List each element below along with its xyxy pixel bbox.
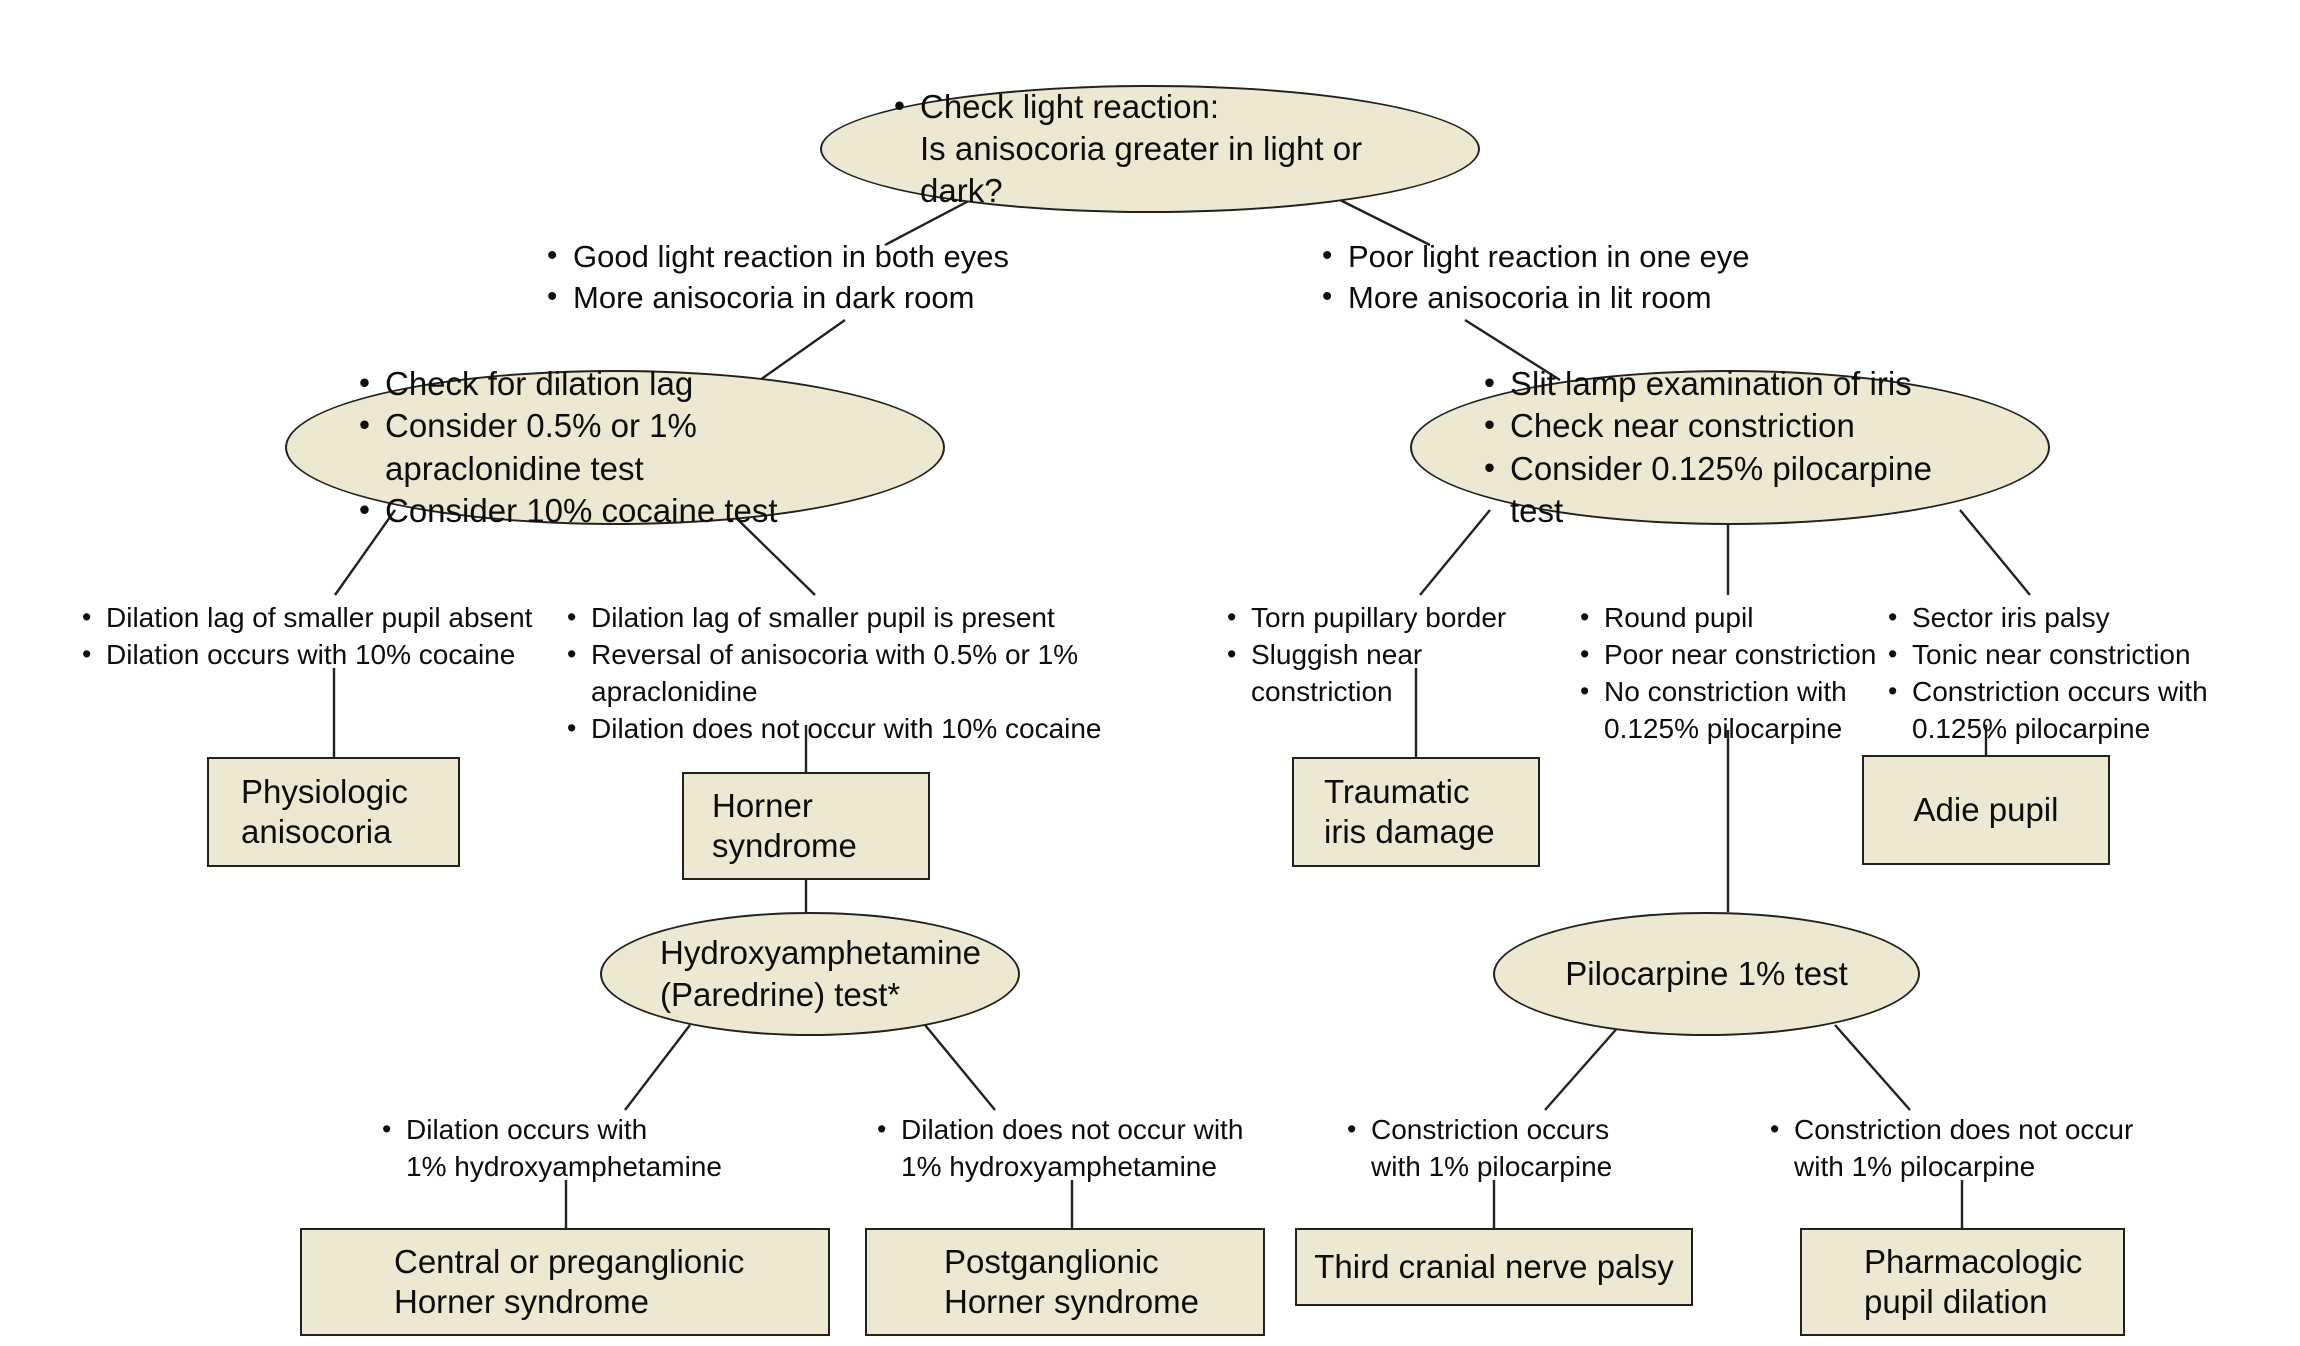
- left-a-bullet-1: Dilation lag of smaller pupil absent: [80, 600, 550, 637]
- node-traumatic-iris-damage[interactable]: Traumatic iris damage: [1292, 757, 1540, 867]
- label-torn-pupillary-border: Torn pupillary border Sluggish near cons…: [1225, 600, 1565, 711]
- right-b-bullet-2: Poor near constriction: [1578, 637, 1878, 674]
- central-preganglionic-label: Central or preganglionic Horner syndrome: [394, 1242, 745, 1320]
- node-central-preganglionic-horner[interactable]: Central or preganglionic Horner syndrome: [300, 1228, 830, 1336]
- right-test-bullet-1: Slit lamp examination of iris: [1480, 363, 1980, 405]
- right-test-bullet-3: Consider 0.125% pilocarpine test: [1480, 448, 1980, 532]
- label-constriction-not-occurs-pilo: Constriction does not occur with 1% pilo…: [1768, 1112, 2168, 1186]
- label-constriction-occurs-pilo: Constriction occurs with 1% pilocarpine: [1345, 1112, 1705, 1186]
- edge-hydroxy-to-right: [924, 1024, 996, 1111]
- traumatic-iris-damage-label: Traumatic iris damage: [1324, 772, 1495, 850]
- left-test-bullet-2: Consider 0.5% or 1% apraclonidine test: [355, 405, 875, 489]
- hydroxy-left-bullet-1: Dilation occurs with 1% hydroxyamphetami…: [380, 1112, 780, 1186]
- pilocarpine-test-label: Pilocarpine 1% test: [1565, 955, 1848, 993]
- node-pharmacologic-pupil-dilation[interactable]: Pharmacologic pupil dilation: [1800, 1228, 2125, 1336]
- label-dilation-lag-absent: Dilation lag of smaller pupil absent Dil…: [80, 600, 550, 674]
- branch-right-bullet-2: More anisocoria in lit room: [1320, 278, 1790, 319]
- branch-right-bullet-1: Poor light reaction in one eye: [1320, 237, 1790, 278]
- right-c-bullet-3: Constriction occurs with 0.125% pilocarp…: [1886, 674, 2216, 748]
- right-b-bullet-3: No constriction with 0.125% pilocarpine: [1578, 674, 1878, 748]
- label-poor-light-reaction: Poor light reaction in one eye More anis…: [1320, 237, 1790, 319]
- right-test-bullet-2: Check near constriction: [1480, 405, 1980, 447]
- horner-syndrome-label: Horner syndrome: [712, 786, 857, 864]
- node-root-light-reaction-test[interactable]: Check light reaction: Is anisocoria grea…: [820, 85, 1480, 213]
- right-c-bullet-2: Tonic near constriction: [1886, 637, 2216, 674]
- label-round-pupil: Round pupil Poor near constriction No co…: [1578, 600, 1878, 748]
- branch-left-bullet-2: More anisocoria in dark room: [545, 278, 1015, 319]
- label-dilation-lag-present: Dilation lag of smaller pupil is present…: [565, 600, 1105, 748]
- pilo-right-bullet-1: Constriction does not occur with 1% pilo…: [1768, 1112, 2168, 1186]
- node-hydroxyamphetamine-test[interactable]: Hydroxyamphetamine (Paredrine) test*: [600, 912, 1020, 1036]
- left-b-bullet-2: Reversal of anisocoria with 0.5% or 1% a…: [565, 637, 1105, 711]
- left-test-bullet-3: Consider 10% cocaine test: [355, 490, 875, 532]
- hydroxyamphetamine-test-label: Hydroxyamphetamine (Paredrine) test*: [660, 934, 981, 1013]
- label-sector-iris-palsy: Sector iris palsy Tonic near constrictio…: [1886, 600, 2216, 748]
- label-good-light-reaction: Good light reaction in both eyes More an…: [545, 237, 1015, 319]
- right-a-bullet-1: Torn pupillary border: [1225, 600, 1565, 637]
- root-bullet-1: Check light reaction: Is anisocoria grea…: [890, 86, 1410, 213]
- edge-pilo-to-left: [1544, 1024, 1621, 1111]
- node-right-slit-lamp-test[interactable]: Slit lamp examination of iris Check near…: [1410, 363, 2050, 529]
- node-postganglionic-horner[interactable]: Postganglionic Horner syndrome: [865, 1228, 1265, 1336]
- branch-left-bullet-1: Good light reaction in both eyes: [545, 237, 1015, 278]
- adie-pupil-label: Adie pupil: [1913, 790, 2059, 828]
- node-third-cranial-nerve-palsy[interactable]: Third cranial nerve palsy: [1295, 1228, 1693, 1306]
- pharmacologic-dilation-label: Pharmacologic pupil dilation: [1864, 1242, 2083, 1320]
- node-pilocarpine-test[interactable]: Pilocarpine 1% test: [1493, 912, 1920, 1036]
- left-a-bullet-2: Dilation occurs with 10% cocaine: [80, 637, 550, 674]
- node-physiologic-anisocoria[interactable]: Physiologic anisocoria: [207, 757, 460, 867]
- hydroxy-right-bullet-1: Dilation does not occur with 1% hydroxya…: [875, 1112, 1295, 1186]
- right-c-bullet-1: Sector iris palsy: [1886, 600, 2216, 637]
- edge-hydroxy-to-left: [624, 1024, 691, 1111]
- label-dilation-occurs-hydroxy: Dilation occurs with 1% hydroxyamphetami…: [380, 1112, 780, 1186]
- third-nerve-palsy-label: Third cranial nerve palsy: [1314, 1247, 1674, 1285]
- right-b-bullet-1: Round pupil: [1578, 600, 1878, 637]
- node-left-dilation-lag-test[interactable]: Check for dilation lag Consider 0.5% or …: [285, 363, 945, 530]
- left-b-bullet-1: Dilation lag of smaller pupil is present: [565, 600, 1105, 637]
- physiologic-anisocoria-label: Physiologic anisocoria: [241, 772, 408, 850]
- node-horner-syndrome[interactable]: Horner syndrome: [682, 772, 930, 880]
- edge-pilo-to-right: [1834, 1024, 1911, 1111]
- left-test-bullet-1: Check for dilation lag: [355, 363, 875, 405]
- label-dilation-not-occurs-hydroxy: Dilation does not occur with 1% hydroxya…: [875, 1112, 1295, 1186]
- left-b-bullet-3: Dilation does not occur with 10% cocaine: [565, 711, 1105, 748]
- postganglionic-label: Postganglionic Horner syndrome: [944, 1242, 1199, 1320]
- right-a-bullet-2: Sluggish near constriction: [1225, 637, 1565, 711]
- node-adie-pupil[interactable]: Adie pupil: [1862, 755, 2110, 865]
- pilo-left-bullet-1: Constriction occurs with 1% pilocarpine: [1345, 1112, 1705, 1186]
